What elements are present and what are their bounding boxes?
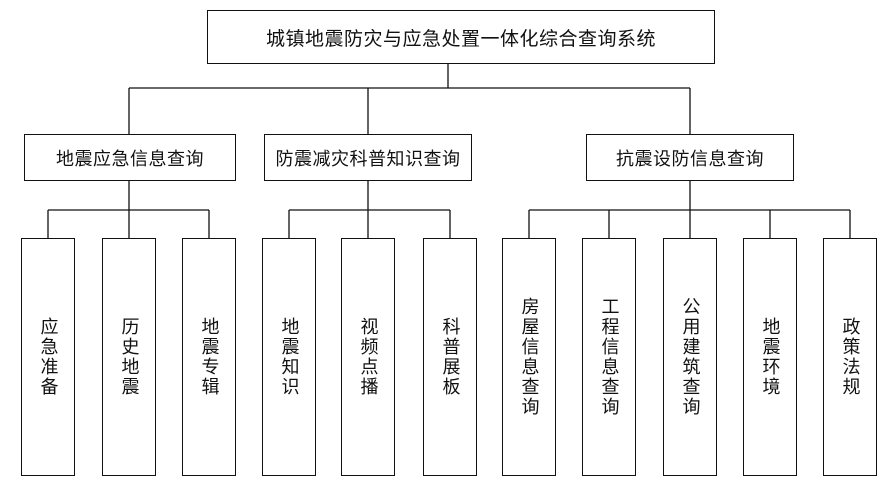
branch-fortification-info-query: 抗震设防信息查询 — [586, 134, 794, 181]
leaf-seismic-environment: 地震环境 — [743, 238, 797, 476]
root-system-title-box: 城镇地震防灾与应急处置一体化综合查询系统 — [207, 10, 715, 64]
leaf-policies-regulations: 政策法规 — [823, 238, 877, 476]
leaf-emergency-preparation: 应急准备 — [21, 238, 75, 476]
leaf-housing-info-query: 房屋信息查询 — [502, 238, 556, 476]
leaf-historical-earthquakes: 历史地震 — [102, 238, 156, 476]
branch-emergency-info-query: 地震应急信息查询 — [24, 134, 236, 181]
leaf-earthquake-knowledge: 地震知识 — [262, 238, 316, 476]
leaf-public-building-query: 公用建筑查询 — [663, 238, 717, 476]
leaf-engineering-info-query: 工程信息查询 — [582, 238, 636, 476]
leaf-earthquake-album: 地震专辑 — [182, 238, 236, 476]
leaf-video-on-demand: 视频点播 — [341, 238, 395, 476]
branch-science-knowledge-query: 防震减灾科普知识查询 — [264, 134, 472, 181]
leaf-science-boards: 科普展板 — [423, 238, 477, 476]
